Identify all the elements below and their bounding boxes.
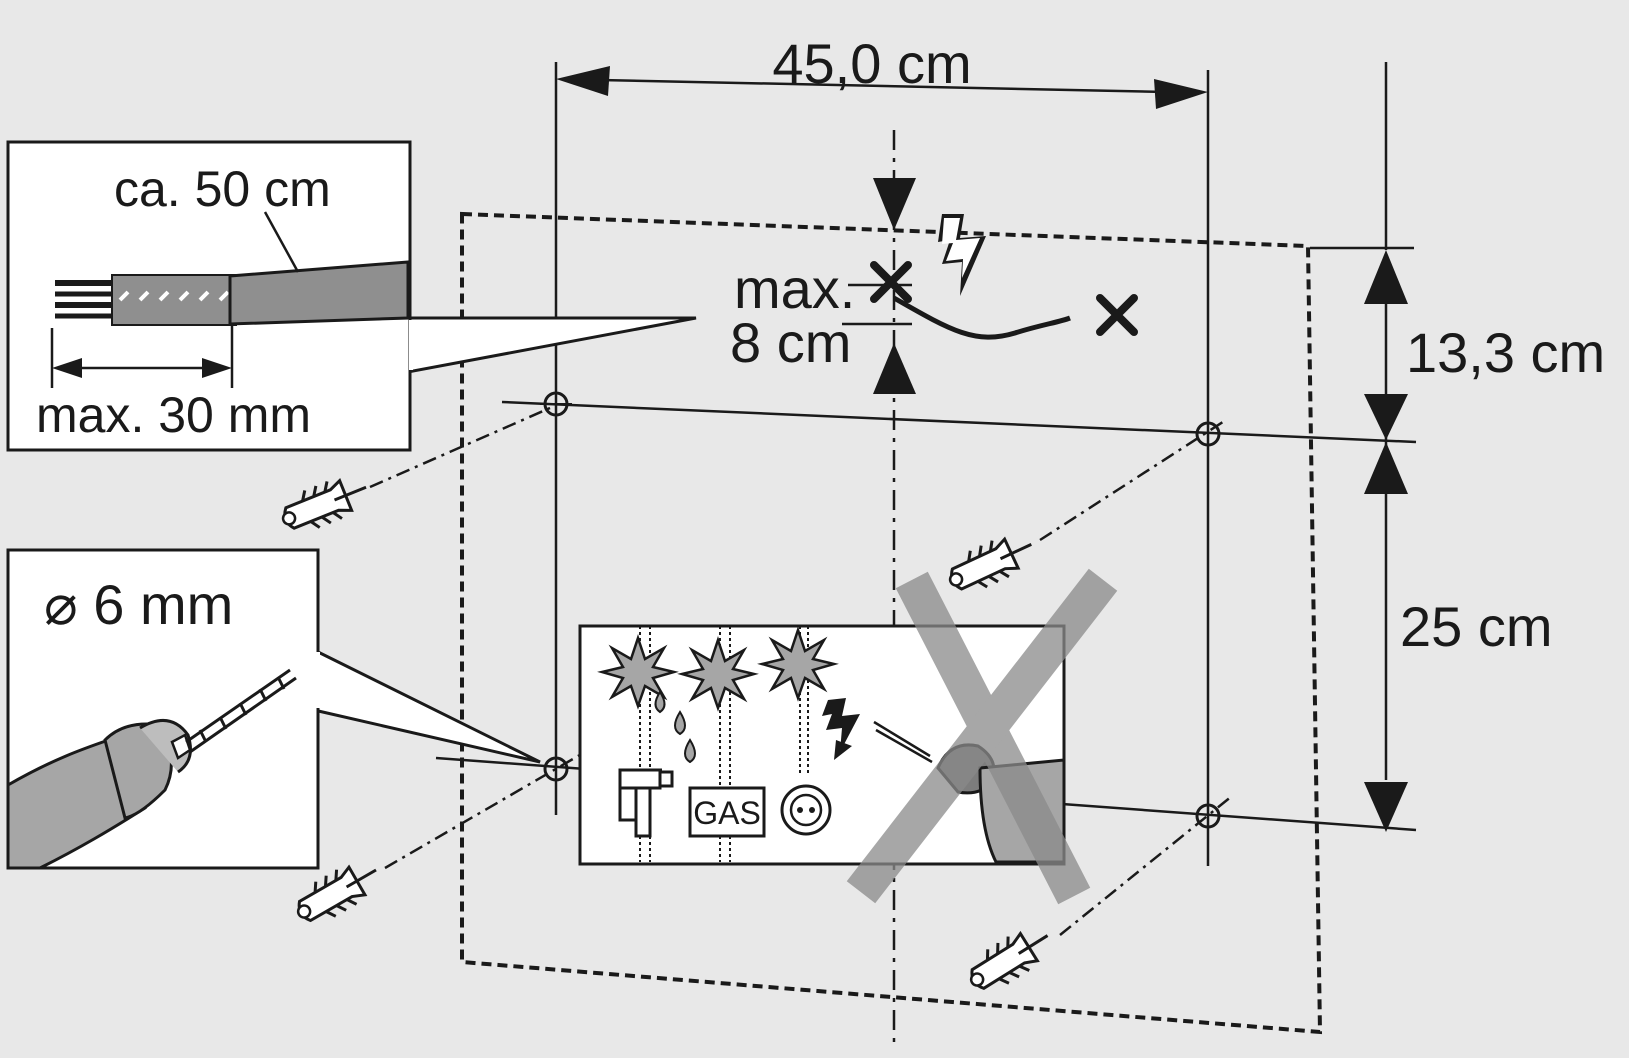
big-cross-icon: [846, 568, 1118, 905]
anchor-alignment-lines: [369, 406, 1233, 936]
width-dimension: 45,0 cm: [556, 32, 1208, 109]
stripped-wires: [55, 260, 410, 326]
x-mark-icon: [1096, 294, 1138, 336]
top-drill-line: [501, 400, 1417, 444]
max-label: max.: [734, 257, 855, 320]
drill-hole-top-left: [540, 391, 572, 417]
drill-hole-bottom-right: [1195, 803, 1221, 829]
strip-length-label: max. 30 mm: [36, 387, 311, 443]
hazard-warning-panel: GAS: [578, 568, 1118, 905]
device-outline: [460, 211, 1323, 1035]
wall-plug-icon: [274, 467, 376, 541]
cable-length-label: ca. 50 cm: [114, 161, 331, 217]
gas-label: GAS: [693, 795, 761, 831]
wall-plug-icon: [959, 917, 1060, 1002]
drill-hole-bottom-left: [543, 756, 569, 782]
water-tap-icon: [618, 768, 674, 838]
top-height-label: 13,3 cm: [1406, 321, 1605, 384]
cable-detail-callout: ca. 50 cm max. 30 mm: [6, 140, 697, 452]
cable-position-dimension: max. 8 cm: [730, 178, 916, 394]
starburst-icon: [760, 628, 836, 700]
lightning-icon: [822, 698, 860, 760]
bottom-height-label: 25 cm: [1400, 595, 1553, 658]
drill-hole-top-right: [1195, 421, 1221, 447]
socket-icon: [780, 784, 832, 836]
wall-plug-icon: [940, 524, 1042, 602]
drill-icon: [6, 668, 297, 870]
gas-sign: GAS: [688, 786, 766, 838]
x-mark-icon: [870, 261, 912, 303]
drill-diameter-label: ⌀ 6 mm: [44, 573, 233, 636]
water-drops: [654, 690, 696, 764]
lightning-icon: [938, 214, 986, 296]
cable-line: [892, 295, 1071, 340]
starburst-icon: [680, 638, 756, 710]
max-distance-label: 8 cm: [730, 311, 851, 374]
drill-detail-callout: ⌀ 6 mm: [6, 548, 541, 870]
height-dimensions: 13,3 cm 25 cm: [1364, 250, 1605, 832]
width-label: 45,0 cm: [772, 32, 971, 95]
